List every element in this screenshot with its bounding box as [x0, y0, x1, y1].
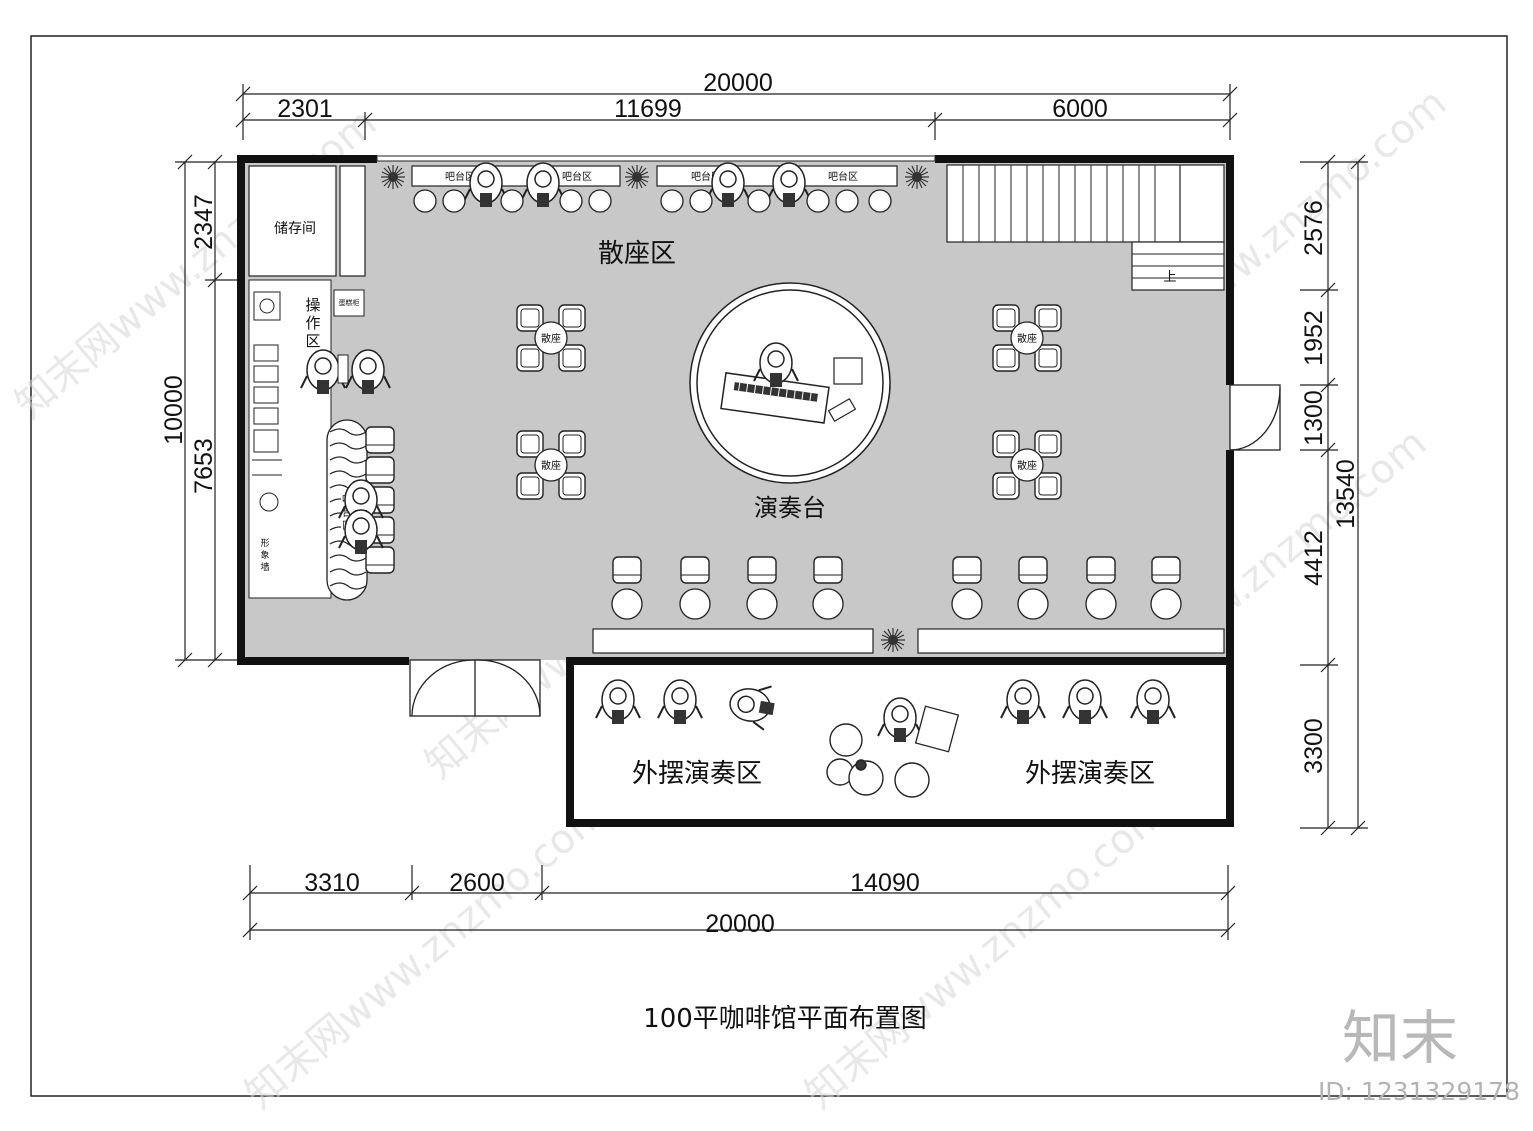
- table-group-2: 散座: [516, 430, 586, 500]
- dim-left-seg-1: 2347: [190, 194, 218, 250]
- image-wall-label: 形: [260, 537, 269, 549]
- register: [337, 354, 349, 384]
- dim-top-seg-3: 6000: [1052, 95, 1108, 123]
- bar-label: 台: [342, 506, 352, 519]
- performance-stage: [689, 282, 891, 484]
- loose-seating-label: 散座区: [598, 239, 676, 269]
- keyboard-icon: [720, 372, 830, 424]
- cake-cabinet-label: 蛋糕柜: [339, 298, 360, 307]
- dim-right-seg-3: 1300: [1300, 390, 1328, 446]
- bar-counter-label: 吧台区: [562, 170, 592, 183]
- outdoor-left-label: 外摆演奏区: [632, 759, 762, 789]
- table-label: 散座: [1017, 459, 1037, 472]
- drawing-title: 100平咖啡馆平面布置图: [643, 1004, 927, 1034]
- amp-icon: [833, 357, 863, 385]
- table-group-1: 散座: [516, 304, 586, 372]
- stair-up-label: 上: [1163, 270, 1176, 285]
- drum-kit-icon: [826, 723, 930, 798]
- table-label: 散座: [541, 459, 561, 472]
- storage-shelf: [339, 165, 366, 277]
- storage-label: 储存间: [274, 221, 316, 237]
- operation-area: [248, 279, 332, 599]
- entrance-door: [409, 659, 541, 717]
- dimension-bottom: [242, 865, 1236, 940]
- dim-left-seg-2: 7653: [190, 438, 218, 494]
- dimension-top: [235, 84, 1238, 140]
- dimension-left: [175, 154, 240, 668]
- dim-top-seg-1: 2301: [277, 95, 333, 123]
- drawing-frame: [30, 35, 1508, 1097]
- bar-counter-label: 吧台区: [828, 170, 858, 183]
- bar-counter-top-right: 吧台区 吧台区: [656, 162, 898, 208]
- operation-label: 作: [305, 314, 320, 332]
- dim-bottom-seg-3: 14090: [850, 869, 920, 897]
- stair-treads: [962, 165, 1224, 279]
- dim-right-seg-1: 2576: [1300, 200, 1328, 256]
- table-label: 散座: [541, 332, 561, 345]
- bar-counter-label: 吧台区: [445, 170, 475, 183]
- cake-cabinet: [333, 289, 365, 317]
- music-stand-icon: [827, 397, 857, 423]
- dim-right-total: 13540: [1332, 459, 1360, 529]
- table-group-4: 散座: [992, 430, 1062, 500]
- storage-room: [248, 165, 337, 277]
- dim-bottom-seg-2: 2600: [449, 869, 505, 897]
- front-counters: [592, 628, 1225, 654]
- brand-id: ID: 1231329178: [1318, 1077, 1520, 1106]
- dim-top-total: 20000: [703, 69, 773, 97]
- dim-right-seg-2: 1952: [1300, 310, 1328, 366]
- side-door: [1229, 384, 1281, 451]
- watermark-text: 知末网www.znzmo.com: [797, 790, 1175, 1118]
- watermark-text: 知末网www.znzmo.com: [237, 790, 615, 1118]
- image-wall-label: 象: [260, 549, 269, 561]
- dim-right-seg-4: 4412: [1300, 530, 1328, 586]
- kitchen-appliances: [252, 291, 282, 512]
- mixer-icon: [914, 705, 960, 753]
- dim-bottom-total: 20000: [705, 910, 775, 938]
- front-bar-round-stools: [611, 588, 1182, 620]
- dim-top-seg-2: 11699: [614, 95, 682, 123]
- outdoor-right-label: 外摆演奏区: [1025, 759, 1155, 789]
- table-label: 散座: [1017, 332, 1037, 345]
- table-group-3: 散座: [992, 304, 1062, 372]
- operation-label: 区: [305, 332, 320, 350]
- brand-logo: 知末: [1342, 1004, 1458, 1072]
- image-wall-label: 墙: [260, 561, 269, 573]
- dim-bottom-seg-1: 3310: [304, 869, 360, 897]
- dimension-right: [1300, 154, 1368, 836]
- dim-left-total: 10000: [160, 375, 188, 445]
- dim-right-seg-5: 3300: [1300, 718, 1328, 774]
- bar-stools-top: [413, 189, 892, 213]
- operation-label: 操: [305, 296, 320, 314]
- walls: [237, 155, 1234, 827]
- stage-label: 演奏台: [754, 494, 826, 522]
- window-top: [376, 155, 936, 162]
- bar-counter-top-left: 吧台区 吧台区: [411, 162, 621, 208]
